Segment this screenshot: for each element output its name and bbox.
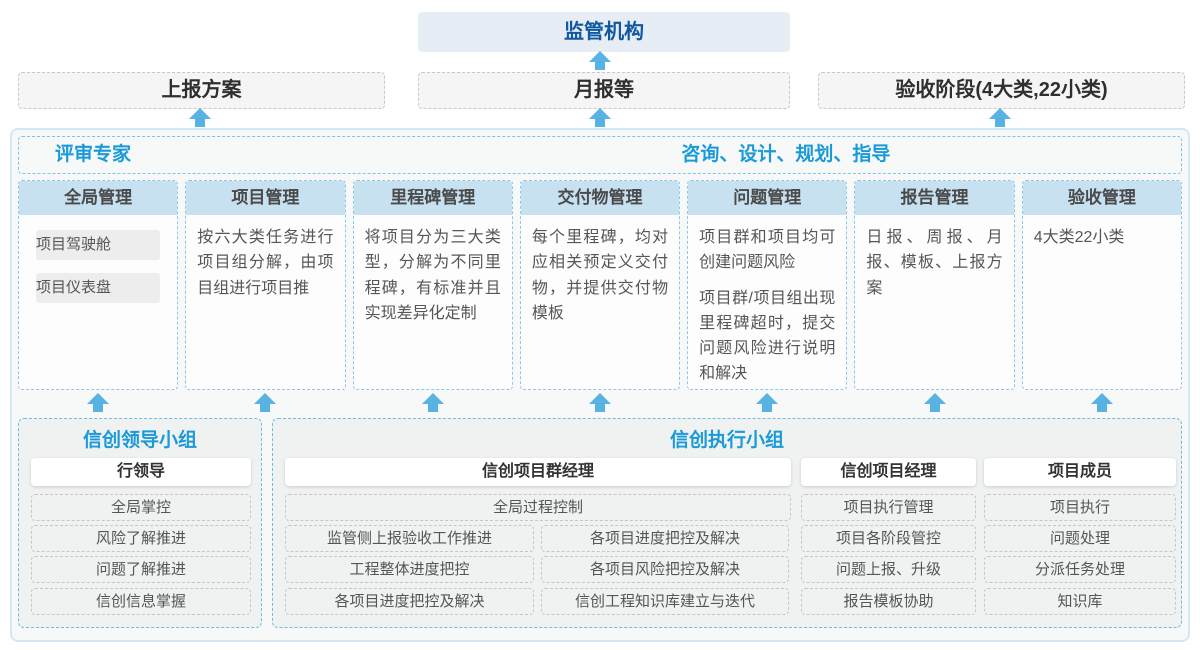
column-deliverable-management: 交付物管理 每个里程碑，均对应相关预定义交付物，并提供交付物模板 xyxy=(519,180,681,390)
up-arrow xyxy=(422,393,444,412)
column-title: 项目管理 xyxy=(186,181,345,215)
feature-box-dashboard: 项目仪表盘 xyxy=(36,273,161,303)
member-duty-item: 分派任务处理 xyxy=(984,556,1176,583)
up-arrow xyxy=(589,108,611,127)
pgm-duty-item: 各项目进度把控及解决 xyxy=(285,588,534,615)
pgm-duty-item: 监管侧上报验收工作推进 xyxy=(285,525,534,552)
column-title: 问题管理 xyxy=(688,181,847,215)
report-box-monthly: 月报等 xyxy=(418,72,790,109)
column-report-management: 报告管理 日报、周报、月报、模板、上报方案 xyxy=(854,180,1015,390)
role-bank-leader: 行领导 xyxy=(31,458,251,486)
member-duty-item: 知识库 xyxy=(984,588,1176,615)
column-body: 按六大类任务进行项目组分解，由项目组进行项目推 xyxy=(186,215,344,321)
column-body: 每个里程碑，均对应相关预定义交付物，并提供交付物模板 xyxy=(521,215,679,346)
up-arrow xyxy=(87,393,109,412)
management-columns: 全局管理 项目驾驶舱 项目仪表盘 项目管理 按六大类任务进行项目组分解，由项目组… xyxy=(18,180,1182,390)
up-arrow xyxy=(189,108,211,127)
pgm-duty-item: 各项目进度把控及解决 xyxy=(541,525,789,552)
leader-duty-item: 风险了解推进 xyxy=(31,525,251,552)
leader-group-title: 信创领导小组 xyxy=(82,430,197,451)
up-arrow xyxy=(589,51,611,70)
up-arrow xyxy=(756,393,778,412)
pgm-duty-item: 工程整体进度把控 xyxy=(285,556,534,583)
column-description: 项目群/项目组出现里程碑超时，提交问题风险进行说明和解决 xyxy=(699,289,836,383)
up-arrow xyxy=(924,393,946,412)
column-title: 全局管理 xyxy=(19,181,178,215)
experts-strip: 评审专家 咨询、设计、规划、指导 xyxy=(18,136,1182,174)
column-title: 验收管理 xyxy=(1022,181,1181,215)
column-milestone-management: 里程碑管理 将项目分为三大类型，分解为不同里程碑，有标准并且实现差异化定制 xyxy=(352,180,513,390)
report-box-plan: 上报方案 xyxy=(18,72,385,109)
member-duty-item: 项目执行 xyxy=(984,494,1176,521)
column-title: 里程碑管理 xyxy=(353,181,512,215)
member-duty-item: 问题处理 xyxy=(984,525,1176,552)
column-body: 项目群和项目均可创建问题风险 项目群/项目组出现里程碑超时，提交问题风险进行说明… xyxy=(688,215,846,389)
consulting-label: 咨询、设计、规划、指导 xyxy=(681,144,891,165)
up-arrow xyxy=(989,108,1011,127)
column-body: 日报、周报、月报、模板、上报方案 xyxy=(855,215,1013,321)
leader-duty-item: 全局掌控 xyxy=(31,494,251,521)
up-arrow xyxy=(1091,393,1113,412)
role-project-member: 项目成员 xyxy=(984,458,1176,486)
column-issue-management: 问题管理 项目群和项目均可创建问题风险 项目群/项目组出现里程碑超时，提交问题风… xyxy=(687,180,848,390)
leader-duty-item: 问题了解推进 xyxy=(31,556,251,583)
up-arrow xyxy=(254,393,276,412)
column-description: 将项目分为三大类型，分解为不同里程碑，有标准并且实现差异化定制 xyxy=(364,229,501,322)
column-body: 将项目分为三大类型，分解为不同里程碑，有标准并且实现差异化定制 xyxy=(354,215,512,346)
pm-duty-item: 报告模板协助 xyxy=(801,588,976,615)
report-box-acceptance: 验收阶段(4大类,22小类) xyxy=(818,72,1185,109)
up-arrow xyxy=(589,393,611,412)
leader-group: 信创领导小组 行领导 全局掌控 风险了解推进 问题了解推进 信创信息掌握 xyxy=(18,418,262,628)
feature-box-cockpit: 项目驾驶舱 xyxy=(36,230,161,260)
column-acceptance-management: 验收管理 4大类22小类 xyxy=(1021,180,1182,390)
column-project-management: 项目管理 按六大类任务进行项目组分解，由项目组进行项目推 xyxy=(185,180,346,390)
exec-group-title: 信创执行小组 xyxy=(669,430,784,451)
column-description: 按六大类任务进行项目组分解，由项目组进行项目推 xyxy=(197,229,334,297)
role-program-manager: 信创项目群经理 xyxy=(285,458,791,486)
pgm-duty-item: 全局过程控制 xyxy=(285,494,791,521)
pm-duty-item: 项目各阶段管控 xyxy=(801,525,976,552)
regulator-box: 监管机构 xyxy=(418,12,790,52)
column-body: 项目驾驶舱 项目仪表盘 xyxy=(19,215,177,326)
column-description: 4大类22小类 xyxy=(1033,229,1125,246)
exec-group: 信创执行小组 信创项目群经理 全局过程控制 监管侧上报验收工作推进 工程整体进度… xyxy=(272,418,1182,628)
leader-duty-item: 信创信息掌握 xyxy=(31,588,251,615)
column-description: 项目群和项目均可创建问题风险 xyxy=(699,229,836,272)
pm-duty-item: 问题上报、升级 xyxy=(801,556,976,583)
pgm-duty-item: 各项目风险把控及解决 xyxy=(541,556,789,583)
column-description: 日报、周报、月报、模板、上报方案 xyxy=(866,229,1003,297)
pgm-duty-item: 信创工程知识库建立与迭代 xyxy=(541,588,789,615)
column-global-management: 全局管理 项目驾驶舱 项目仪表盘 xyxy=(18,180,179,390)
pm-duty-item: 项目执行管理 xyxy=(801,494,976,521)
column-description: 每个里程碑，均对应相关预定义交付物，并提供交付物模板 xyxy=(531,229,669,322)
main-panel: 评审专家 咨询、设计、规划、指导 全局管理 项目驾驶舱 项目仪表盘 项目管理 按… xyxy=(10,128,1190,642)
role-project-manager: 信创项目经理 xyxy=(801,458,976,486)
column-body: 4大类22小类 xyxy=(1023,215,1181,270)
column-title: 报告管理 xyxy=(855,181,1014,215)
column-title: 交付物管理 xyxy=(520,181,680,215)
review-experts-label: 评审专家 xyxy=(55,144,132,165)
